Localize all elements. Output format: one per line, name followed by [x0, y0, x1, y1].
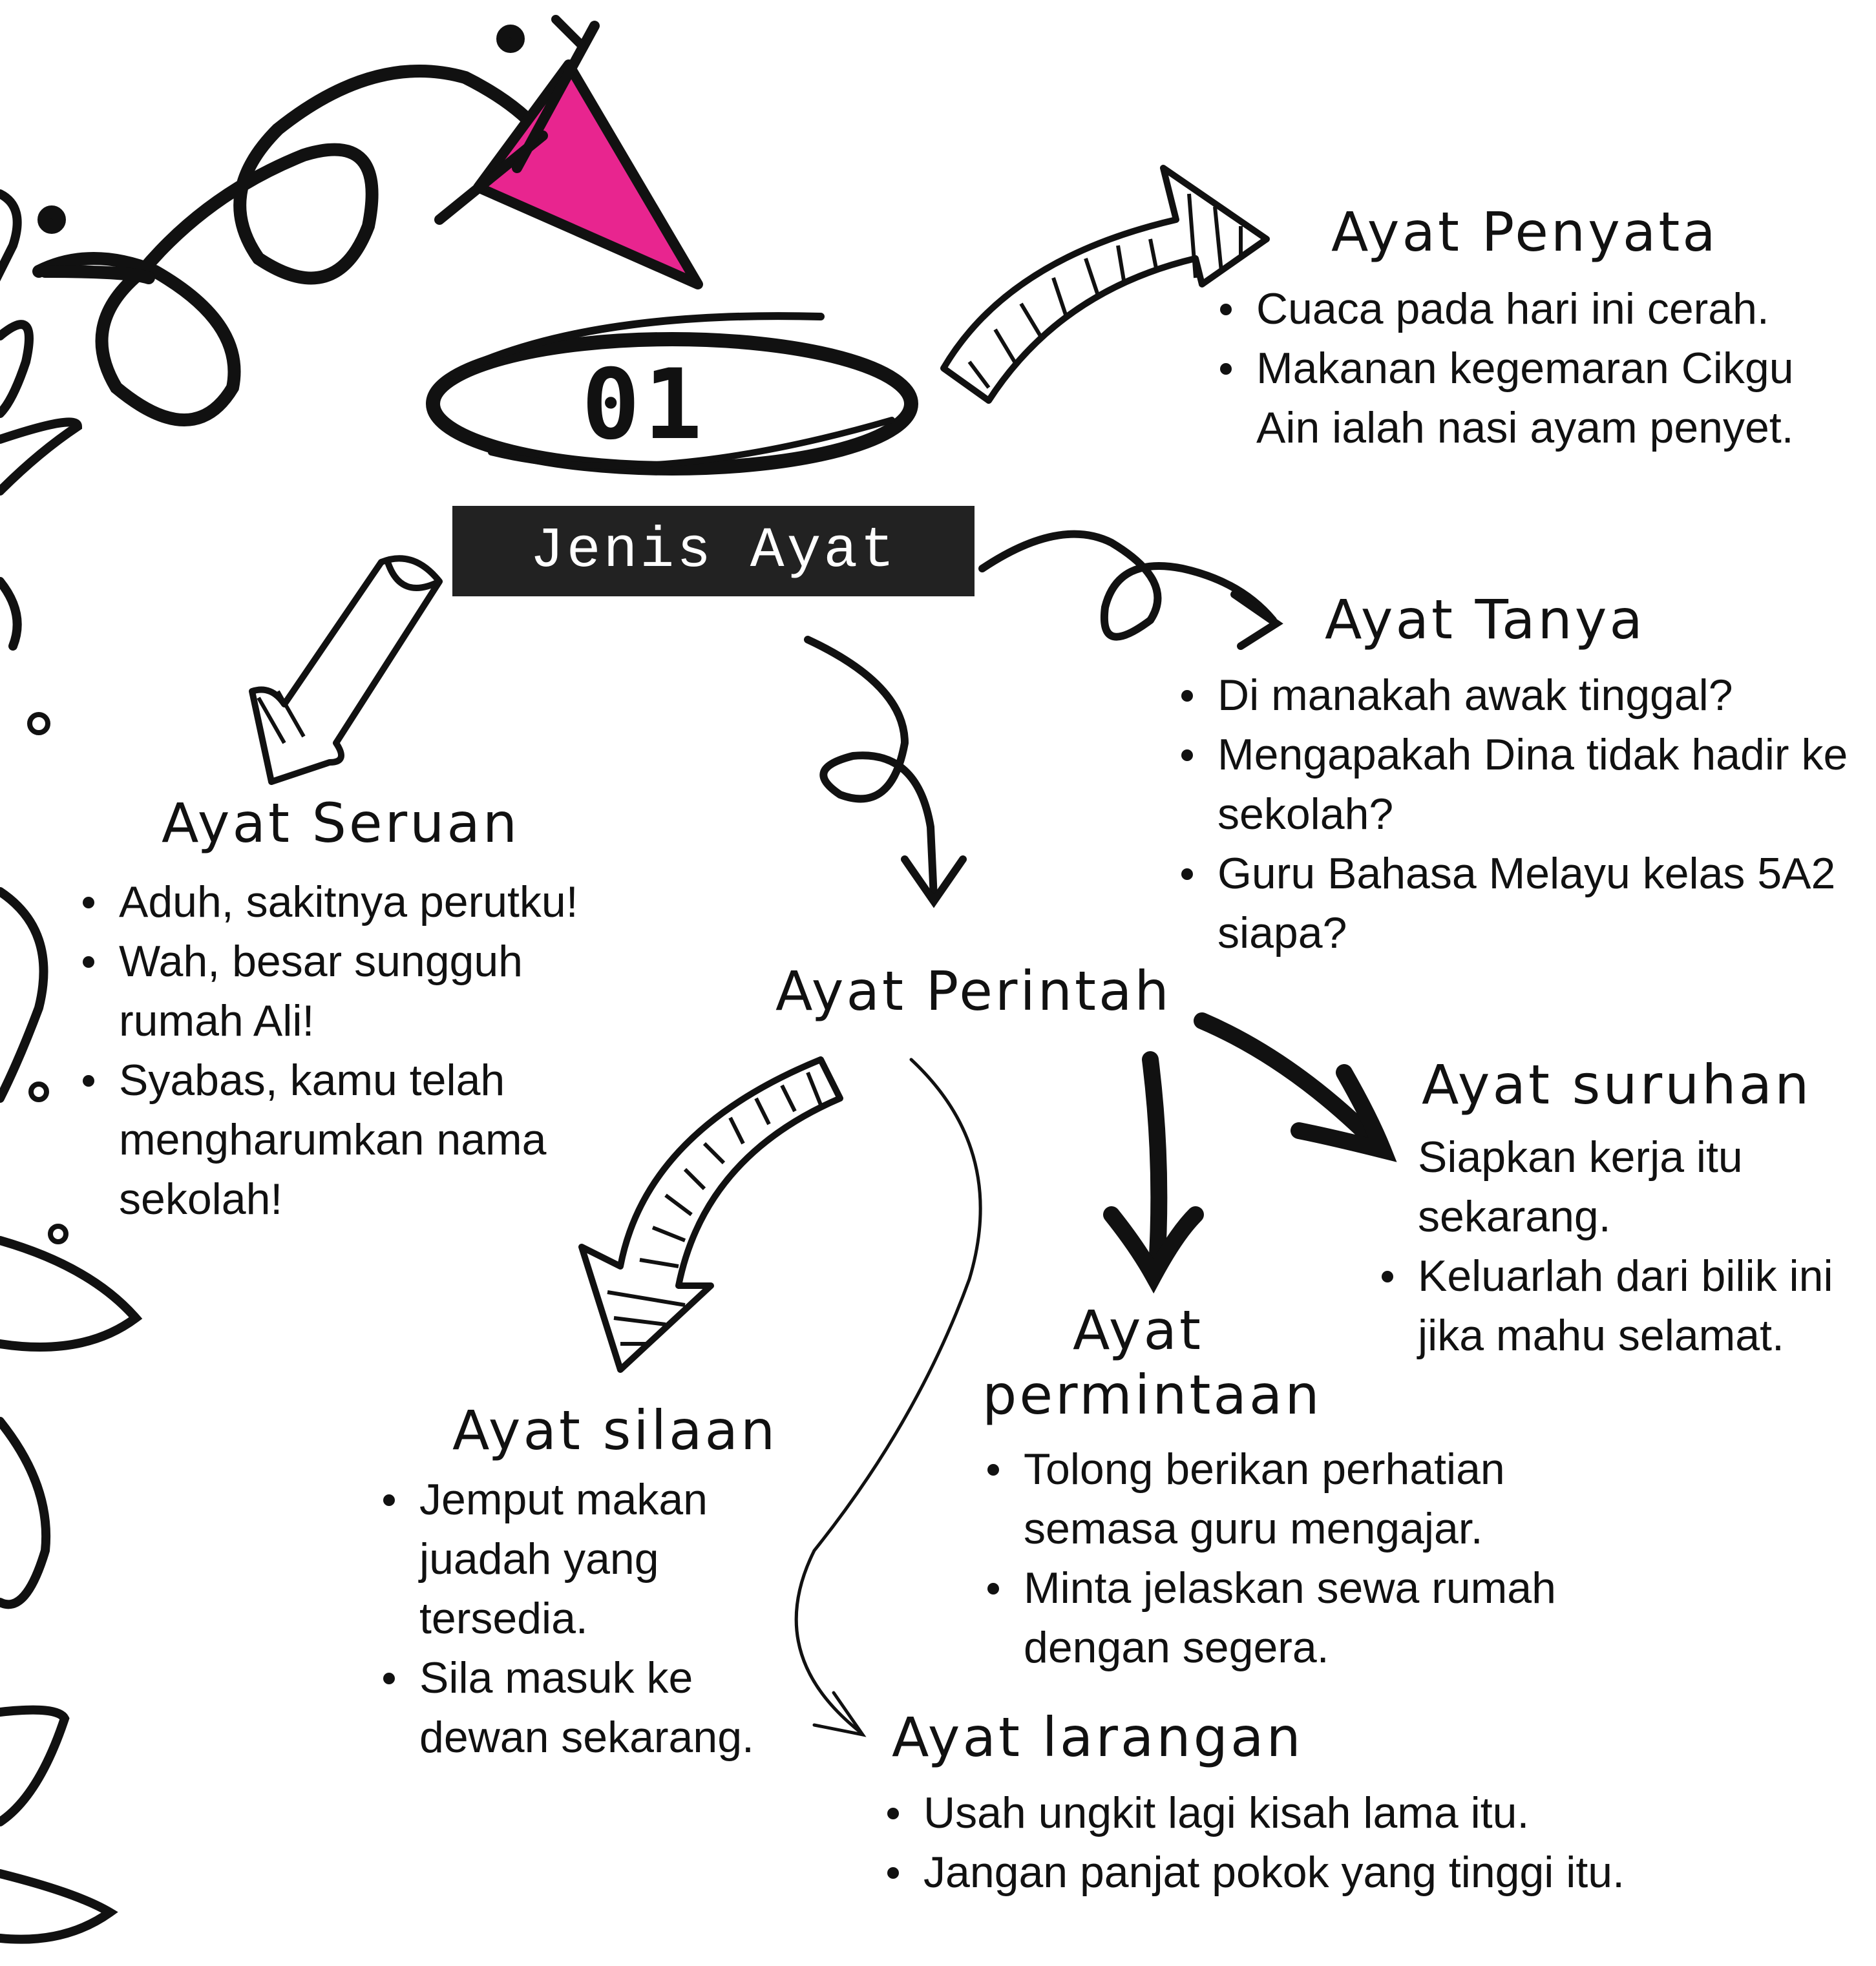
striped-arrow-silaan [578, 1056, 843, 1373]
list-item: Keluarlah dari bilik ini jika mahu selam… [1376, 1246, 1874, 1365]
heading-larangan: Ayat larangan [892, 1706, 1303, 1769]
list-item: Di manakah awak tinggal? [1176, 665, 1861, 725]
bold-arrow-suruhan [1194, 1012, 1397, 1162]
thin-arrow-larangan [794, 1058, 982, 1737]
list-permintaan: Tolong berikan perhatian semasa guru men… [982, 1439, 1628, 1677]
list-item: Mengapakah Dina tidak hadir ke sekolah? [1176, 725, 1861, 844]
list-item: Jemput makan juadah yang tersedia. [378, 1470, 805, 1648]
list-item: Tolong berikan perhatian semasa guru men… [982, 1439, 1628, 1558]
heading-seruan: Ayat Seruan [162, 791, 520, 855]
list-penyata: Cuaca pada hari ini cerah. Makanan kegem… [1215, 279, 1861, 457]
list-larangan: Usah ungkit lagi kisah lama itu. Jangan … [882, 1783, 1658, 1902]
diagram-title: Jenis Ayat [452, 506, 975, 596]
brush-ellipse [426, 312, 918, 476]
heading-perintah: Ayat Perintah [775, 959, 1172, 1023]
heading-penyata: Ayat Penyata [1331, 200, 1718, 264]
list-item: Cuaca pada hari ini cerah. [1215, 279, 1861, 339]
list-item: Usah ungkit lagi kisah lama itu. [882, 1783, 1658, 1843]
list-item: Minta jelaskan sewa rumah dengan segera. [982, 1558, 1628, 1677]
section-number: 01 [582, 349, 706, 461]
scroll-arrow-seruan [249, 555, 443, 785]
heading-tanya: Ayat Tanya [1325, 588, 1645, 651]
list-item: Siapkan kerja itu sekarang. [1418, 1133, 1743, 1241]
list-item: Makanan kegemaran Cikgu Ain ialah nasi a… [1215, 339, 1861, 457]
striped-arrow-penyata [940, 165, 1270, 404]
leaf-doodles [0, 189, 143, 1944]
list-item: Sila masuk ke dewan sekarang. [378, 1648, 805, 1767]
list-tanya: Di manakah awak tinggal? Mengapakah Dina… [1176, 665, 1861, 963]
swirl-arrow-tanya [978, 530, 1283, 650]
list-silaan: Jemput makan juadah yang tersedia. Sila … [378, 1470, 805, 1767]
heading-permintaan-line1: Ayat [1073, 1299, 1203, 1362]
curly-arrow-perintah [804, 636, 967, 908]
list-item: Guru Bahasa Melayu kelas 5A2 siapa? [1176, 844, 1861, 963]
heading-suruhan: Ayat suruhan [1422, 1053, 1812, 1116]
bold-arrow-permintaan [1103, 1051, 1204, 1294]
list-suruhan: Siapkan kerja itu sekarang. Keluarlah da… [1376, 1127, 1874, 1365]
list-item: Aduh, sakitnya perutku! [78, 872, 633, 932]
list-item: Wah, besar sungguh rumah Ali! [78, 932, 633, 1051]
list-item: Jangan panjat pokok yang tinggi itu. [882, 1843, 1658, 1902]
list-item: Syabas, kamu telah mengharumkan nama sek… [78, 1051, 633, 1229]
heading-permintaan-line2: permintaan [982, 1363, 1322, 1427]
heading-silaan: Ayat silaan [452, 1399, 778, 1462]
pink-triangle-icon [434, 15, 703, 289]
list-seruan: Aduh, sakitnya perutku! Wah, besar sungg… [78, 872, 633, 1229]
loop-scribble [32, 25, 549, 426]
